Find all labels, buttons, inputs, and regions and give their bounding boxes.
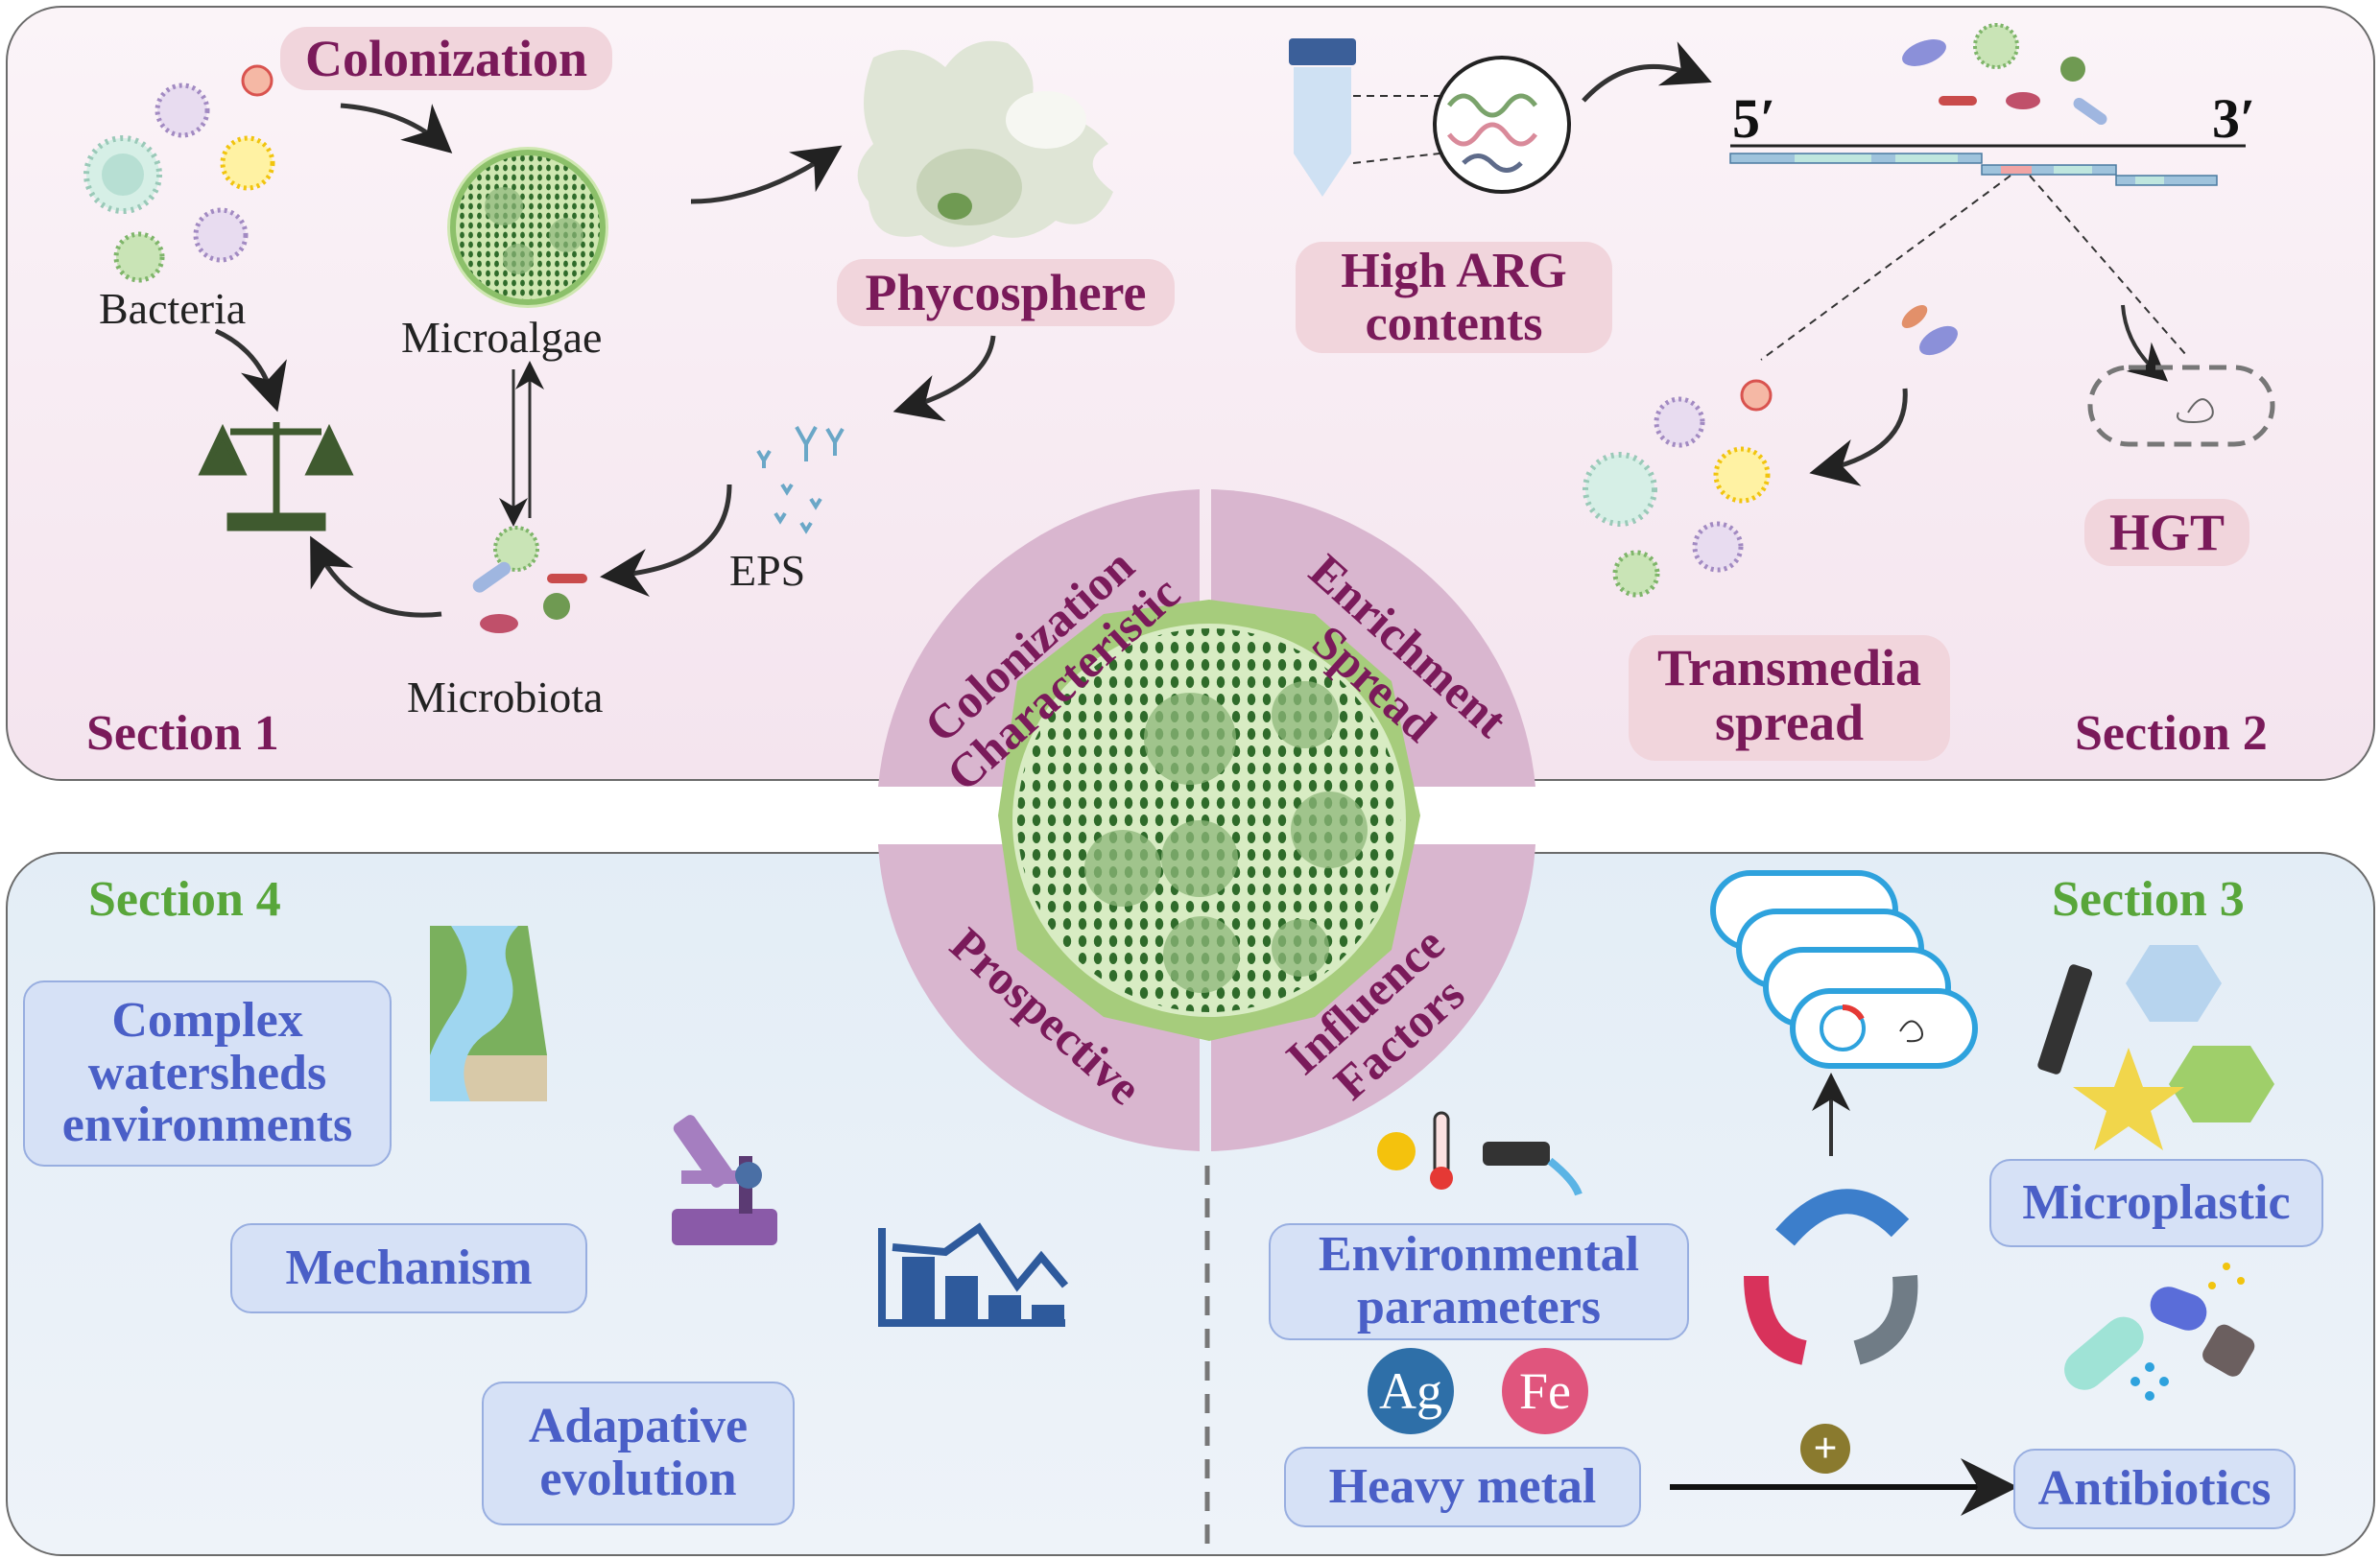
microscope-icon xyxy=(672,1115,777,1245)
microalgae-label: Microalgae xyxy=(401,313,603,362)
plasmid-cells-icon xyxy=(1710,870,1978,1069)
colonization-label: Colonization xyxy=(280,27,612,90)
center-microalgae-icon xyxy=(998,600,1420,1041)
adaptive-line-1: Adapative xyxy=(528,1399,749,1454)
arrow-to-transmedia xyxy=(1809,388,1908,486)
adaptive-line-2: evolution xyxy=(539,1452,737,1506)
zoom-line-bottom xyxy=(1352,153,1440,164)
section-2-label: Section 2 xyxy=(2075,706,2268,761)
section-4-label: Section 4 xyxy=(88,872,281,927)
five-prime-label: 5′ xyxy=(1732,87,1776,150)
arrow-bacteria-to-microalgae xyxy=(340,103,453,154)
fan-line-left xyxy=(1760,175,2011,361)
pills-icon xyxy=(2064,1263,2255,1401)
section-3-label: Section 3 xyxy=(2052,872,2245,927)
transmedia-line-1: Transmedia xyxy=(1656,639,1921,697)
complex-line-3: environments xyxy=(61,1098,353,1153)
phycosphere-label: Phycosphere xyxy=(837,259,1175,326)
watershed-map-icon xyxy=(430,926,547,1101)
arrow-to-hgt xyxy=(2121,304,2169,382)
fe-label: Fe xyxy=(1519,1362,1571,1420)
three-prime-label: 3′ xyxy=(2212,87,2256,150)
plus-label: + xyxy=(1813,1425,1838,1472)
arrow-to-phycosphere xyxy=(690,145,843,204)
sequence-bar xyxy=(1729,153,2218,186)
organisms-icon xyxy=(1902,23,2107,126)
declining-chart-icon xyxy=(878,1222,1069,1327)
high-arg-line-2: contents xyxy=(1365,295,1543,351)
section-1-label: Section 1 xyxy=(86,706,279,761)
ag-label: Ag xyxy=(1379,1362,1442,1420)
complex-line-2: watersheds xyxy=(87,1045,327,1100)
transmedia-label: Transmedia spread xyxy=(1629,635,1950,761)
high-arg-line-1: High ARG xyxy=(1341,244,1567,298)
environmental-parameters-label: Environmental parameters xyxy=(1269,1223,1689,1340)
microbiota-label: Microbiota xyxy=(407,673,604,721)
ag-badge xyxy=(1368,1348,1454,1434)
plus-badge xyxy=(1800,1424,1850,1474)
antibiotics-label: Antibiotics xyxy=(2013,1449,2296,1529)
microalgae-icon xyxy=(447,147,608,308)
heavy-metal-label: Heavy metal xyxy=(1284,1447,1641,1527)
hgt-label: HGT xyxy=(2084,499,2249,566)
plasmid-cell-icon xyxy=(2087,365,2275,447)
microbiota-icon xyxy=(472,526,587,633)
complex-line-1: Complex xyxy=(111,993,303,1049)
bacteria-icon xyxy=(83,64,275,283)
fan-line-right xyxy=(2029,175,2187,356)
microplastic-shapes-icon xyxy=(2037,945,2274,1150)
fe-badge xyxy=(1502,1348,1588,1434)
microplastic-label: Microplastic xyxy=(1989,1159,2323,1247)
eps-label: EPS xyxy=(729,546,806,595)
phycosphere-icon xyxy=(857,40,1113,248)
arrow-to-sequence xyxy=(1582,41,1712,103)
transmedia-line-2: spread xyxy=(1714,693,1865,751)
arrow-microbiota-to-balance xyxy=(310,535,442,618)
mechanism-label: Mechanism xyxy=(230,1223,587,1313)
balance-scale-icon xyxy=(198,422,354,531)
cycle-arrows-icon xyxy=(1744,1189,1918,1365)
arrow-phycosphere-to-eps xyxy=(892,335,996,422)
arrow-bacteria-to-balance xyxy=(214,328,287,413)
high-arg-label: High ARG contents xyxy=(1296,242,1612,353)
complex-watersheds-label: Complex watersheds environments xyxy=(23,980,392,1167)
transmedia-organisms-icon xyxy=(1583,305,1958,598)
environment-icons xyxy=(1377,1111,1583,1196)
test-tube-icon xyxy=(1289,38,1356,197)
env-line-2: parameters xyxy=(1356,1280,1602,1335)
eps-icon xyxy=(756,426,845,534)
dna-zoom-icon xyxy=(1433,56,1571,194)
bacteria-label: Bacteria xyxy=(99,284,247,333)
arrow-eps-to-microbiota xyxy=(600,484,732,597)
adaptive-evolution-label: Adapative evolution xyxy=(482,1382,795,1525)
env-line-1: Environmental xyxy=(1318,1227,1640,1283)
